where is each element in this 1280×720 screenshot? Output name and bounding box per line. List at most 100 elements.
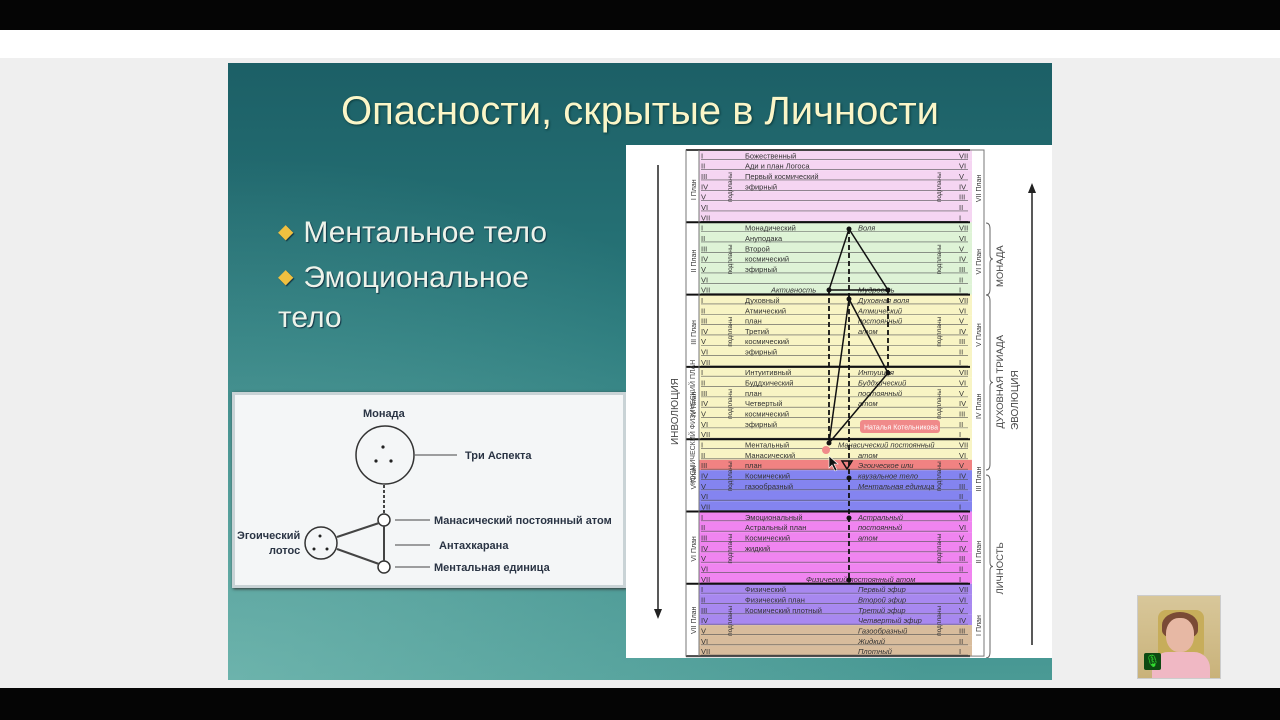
plane-row-annotation: постоянный [858, 317, 903, 326]
roman-left: V [701, 554, 706, 563]
roman-left: VII [701, 503, 710, 512]
plane-row-annotation: Атмический [857, 306, 903, 315]
microphone-icon[interactable]: 🎙 [1144, 653, 1161, 670]
subplanes-label: подпланы [727, 533, 734, 563]
plane-row-annotation: каузальное тело [858, 472, 918, 481]
roman-right: VII [959, 513, 968, 522]
subplane-row [699, 232, 972, 243]
roman-right: VII [959, 151, 968, 160]
group-label-0: МОНАДА [995, 245, 1006, 287]
roman-left: III [701, 172, 707, 181]
roman-right: VI [959, 306, 966, 315]
plane-right-label: II План [976, 541, 983, 564]
plane-row-annotation: Воля [858, 224, 875, 233]
plane-left-label: VII План [691, 606, 698, 634]
plane-row-annotation: Жидкий [857, 637, 886, 646]
subplane-row [699, 625, 972, 636]
subplane-row [699, 459, 972, 471]
subplanes-label: подпланы [727, 389, 734, 419]
plane-row-label: Физический план [745, 595, 805, 604]
plane-row-label: Третий [745, 327, 769, 336]
plane-left-label: I План [691, 179, 698, 200]
plane-row-label: Первый космический [745, 172, 819, 181]
subplanes-label: подпланы [936, 316, 943, 346]
triangle-edge [848, 298, 889, 374]
roman-right: II [959, 637, 963, 646]
plane-row-annotation: Физический постоянный атом [806, 575, 915, 584]
roman-left: II [701, 162, 705, 171]
participant-video-thumbnail[interactable]: 🎙 [1137, 595, 1221, 679]
roman-right: I [959, 358, 961, 367]
plane-row-label: Божественный [745, 151, 796, 160]
annotation-dot [822, 446, 830, 454]
plane-left-label: IV План [691, 391, 698, 417]
subplane-row [699, 211, 972, 223]
plane-row-annotation: атом [858, 451, 878, 460]
bullet-text: Эмоциональное тело [278, 261, 529, 334]
three-aspects-label: Три Аспекта [465, 450, 532, 462]
subplane-row [699, 356, 972, 367]
diamond-bullet-icon: ◆ [278, 266, 294, 288]
plane-row-annotation: Астральный [857, 513, 904, 522]
arrow-head-icon [654, 609, 662, 619]
roman-left: II [701, 234, 705, 243]
egoic-lotus-circle [304, 526, 338, 560]
annotation-tag [860, 420, 940, 433]
subplane-row [699, 470, 972, 481]
roman-right: III [959, 410, 965, 419]
subplane-row [699, 377, 972, 388]
annotation-user-name: Наталья Котельникова [864, 425, 938, 432]
roman-right: I [959, 647, 961, 656]
roman-right: V [959, 172, 964, 181]
roman-right: II [959, 348, 963, 357]
bullet-mental-body: ◆Ментальное тело [278, 212, 547, 253]
roman-left: VI [701, 492, 708, 501]
subplane-row [699, 614, 972, 626]
plane-row-annotation: Первый эфир [858, 585, 906, 594]
plane-row-label: газообразный [745, 482, 793, 491]
roman-right: VII [959, 585, 968, 594]
roman-right: II [959, 492, 963, 501]
roman-right: VI [959, 379, 966, 388]
toolbar-strip [0, 30, 1280, 58]
roman-right: IV [959, 399, 966, 408]
roman-right: II [959, 564, 963, 573]
roman-right: V [959, 317, 964, 326]
roman-right: II [959, 420, 963, 429]
bullet-text: Ментальное тело [303, 216, 548, 249]
roman-right: II [959, 203, 963, 212]
plane-right-label: VI План [976, 249, 983, 275]
plane-right-label: IV План [976, 393, 983, 419]
triangle-edge [828, 372, 889, 444]
roman-left: IV [701, 399, 708, 408]
roman-left: IV [701, 616, 708, 625]
roman-right: VII [959, 368, 968, 377]
roman-right: II [959, 275, 963, 284]
participant-face [1166, 618, 1194, 652]
plane-row-label: Ментальный [745, 441, 789, 450]
plane-row-label: Активность [770, 286, 816, 295]
plane-row-annotation: постоянный [858, 523, 903, 532]
plane-row-label: Космический [745, 472, 790, 481]
roman-right: I [959, 575, 961, 584]
plane-row-annotation: Манасический постоянный [838, 441, 935, 450]
subplane-row [699, 335, 972, 347]
node-dot [826, 440, 832, 446]
subplanes-label: подпланы [936, 389, 943, 419]
node-dot [885, 370, 891, 376]
node-dot [846, 296, 852, 302]
plane-right-label: I План [976, 615, 983, 636]
node-dot [846, 475, 852, 481]
roman-left: I [701, 585, 703, 594]
subplanes-label: подпланы [727, 461, 734, 491]
roman-right: IV [959, 182, 966, 191]
triangle-edge [828, 298, 850, 444]
roman-left: II [701, 379, 705, 388]
roman-left: IV [701, 472, 708, 481]
roman-left: VII [701, 430, 710, 439]
subplane-row [699, 542, 972, 553]
plane-row-annotation: Эгоическое или [858, 461, 914, 470]
plane-row-annotation: атом [858, 327, 878, 336]
plane-right-label: VII План [976, 175, 983, 203]
roman-right: VI [959, 523, 966, 532]
